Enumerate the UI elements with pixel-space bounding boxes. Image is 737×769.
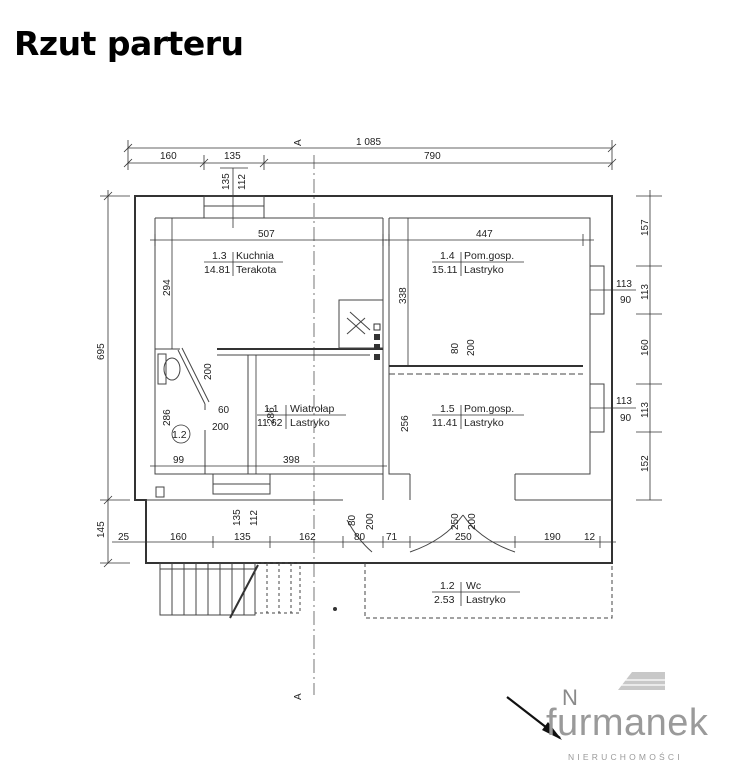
room-name: Wc bbox=[466, 580, 481, 592]
brand-name: furmanek bbox=[546, 702, 709, 744]
dim-kitchen-height: 294 bbox=[162, 279, 173, 296]
dim-room14-height: 338 bbox=[398, 287, 409, 304]
brand-logo: N furmanek NIERUCHOMOŚCI bbox=[506, 672, 709, 762]
dim-door-80: 80 bbox=[450, 342, 461, 354]
room-area: 15.11 bbox=[432, 264, 458, 276]
dim-b-80: 80 bbox=[354, 532, 366, 543]
dim-b-162: 162 bbox=[299, 532, 316, 543]
room-number: 1.4 bbox=[440, 250, 455, 262]
right-dimensions: 157 113 90 113 160 113 90 113 152 bbox=[590, 190, 662, 501]
dim-256: 256 bbox=[400, 415, 411, 432]
dim-right-157: 157 bbox=[640, 219, 651, 236]
dim-top-a: 160 bbox=[160, 151, 177, 162]
room-number: 1.3 bbox=[212, 250, 227, 262]
room-area: 11.41 bbox=[432, 417, 458, 429]
section-line: A A bbox=[293, 139, 315, 700]
page-title: Rzut parteru bbox=[14, 24, 244, 63]
wc-tag-text: 1.2 bbox=[172, 429, 187, 441]
room-label-wc: 1.2 Wc 2.53 Lastryko bbox=[432, 580, 520, 606]
room-name: Kuchnia bbox=[236, 250, 274, 262]
dim-bd-80: 80 bbox=[347, 514, 358, 526]
interior-dimensions: 507 447 294 338 80 200 200 60 200 286 28… bbox=[150, 218, 594, 474]
room-floor: Lastryko bbox=[466, 594, 506, 606]
dim-top-c: 790 bbox=[424, 151, 441, 162]
dim-top-b: 135 bbox=[224, 151, 241, 162]
room-label-pom-gosp-15: 1.5 Pom.gosp. 11.41 Lastryko bbox=[432, 403, 524, 429]
dim-bd-200b: 200 bbox=[467, 513, 478, 530]
dim-200b: 200 bbox=[212, 422, 229, 433]
room-name: Pom.gosp. bbox=[464, 250, 514, 262]
dim-bw-112: 112 bbox=[249, 510, 260, 526]
room-label-wiatrolap: 1.1 Wiatrołap 11.62 Lastryko bbox=[257, 403, 346, 429]
room-number: 1.1 bbox=[264, 403, 279, 415]
dim-room14-width: 447 bbox=[476, 229, 493, 240]
room-name: Wiatrołap bbox=[290, 403, 335, 415]
room-floor: Terakota bbox=[236, 264, 276, 276]
dim-bw-135: 135 bbox=[232, 509, 243, 526]
dim-win-top-1: 135 bbox=[221, 173, 232, 190]
dim-right-113c: 113 bbox=[616, 396, 632, 407]
room-label-pom-gosp-14: 1.4 Pom.gosp. 15.11 Lastryko bbox=[432, 250, 524, 276]
brand-subtitle: NIERUCHOMOŚCI bbox=[568, 751, 683, 762]
dim-b-71: 71 bbox=[386, 532, 398, 543]
section-marker-top: A bbox=[293, 139, 304, 146]
room-name: Pom.gosp. bbox=[464, 403, 514, 415]
dim-286-mid: 286 bbox=[266, 407, 277, 424]
dim-door-200: 200 bbox=[466, 339, 477, 356]
dim-b-12: 12 bbox=[584, 532, 596, 543]
dim-left-bottom: 145 bbox=[96, 521, 107, 538]
dim-398: 398 bbox=[283, 455, 300, 466]
dim-wc-200: 200 bbox=[203, 363, 214, 380]
dim-60: 60 bbox=[218, 405, 230, 416]
dim-b-25: 25 bbox=[118, 532, 130, 543]
room-number: 1.2 bbox=[440, 580, 455, 592]
dim-right-152: 152 bbox=[640, 455, 651, 472]
north-letter: N bbox=[562, 685, 578, 710]
top-dimensions: 1 085 160 135 790 135 112 bbox=[123, 137, 617, 228]
room-floor: Lastryko bbox=[464, 417, 504, 429]
dim-right-113d: 113 bbox=[640, 402, 651, 418]
bottom-dimensions: 135 112 80 200 250 200 25 160 135 162 80… bbox=[112, 509, 616, 548]
dim-win-top-2: 112 bbox=[237, 174, 248, 190]
dim-right-113a: 113 bbox=[616, 279, 632, 290]
dim-bd-200: 200 bbox=[365, 513, 376, 530]
dim-right-160: 160 bbox=[640, 339, 651, 356]
lower-area bbox=[159, 562, 613, 619]
dim-b-250: 250 bbox=[455, 532, 472, 543]
room-area: 14.81 bbox=[204, 264, 230, 276]
wc-tag: 1.2 bbox=[171, 424, 191, 444]
room-label-kitchen: 1.3 Kuchnia 14.81 Terakota bbox=[204, 250, 283, 276]
dim-b-135: 135 bbox=[234, 532, 251, 543]
dim-kitchen-width: 507 bbox=[258, 229, 275, 240]
dim-bd-250: 250 bbox=[450, 513, 461, 530]
dim-right-113b: 113 bbox=[640, 284, 651, 300]
dim-b-190: 190 bbox=[544, 532, 561, 543]
room-floor: Lastryko bbox=[464, 264, 504, 276]
house-logo-icon bbox=[618, 672, 665, 690]
dim-286-left: 286 bbox=[162, 409, 173, 426]
dim-right-90a: 90 bbox=[620, 295, 632, 306]
dim-left-total: 695 bbox=[96, 343, 107, 360]
room-number: 1.5 bbox=[440, 403, 455, 415]
room-area: 11.62 bbox=[257, 417, 283, 429]
dim-b-160: 160 bbox=[170, 532, 187, 543]
left-dimensions: 695 145 bbox=[96, 190, 130, 568]
room-area: 2.53 bbox=[434, 594, 455, 606]
dim-99: 99 bbox=[173, 455, 185, 466]
dim-total-top: 1 085 bbox=[356, 137, 381, 148]
room-floor: Lastryko bbox=[290, 417, 330, 429]
section-marker-bottom: A bbox=[293, 693, 304, 700]
walls bbox=[134, 195, 613, 564]
dim-right-90b: 90 bbox=[620, 413, 632, 424]
